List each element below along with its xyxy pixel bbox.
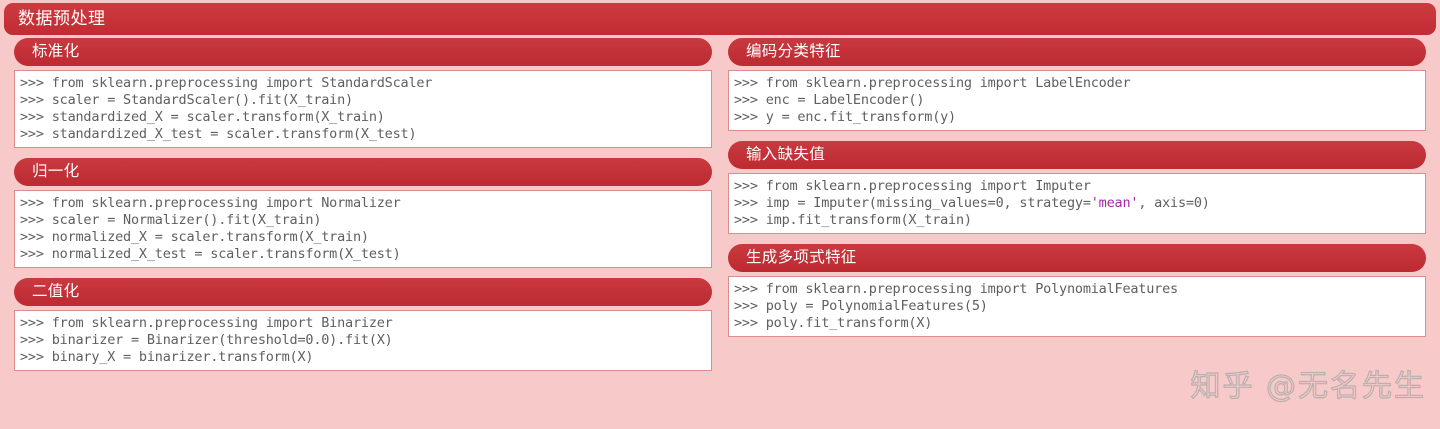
panel-standardization: 标准化 >>> from sklearn.preprocessing import… xyxy=(14,38,712,148)
code-text: >>> imp.fit_transform(X_train) xyxy=(734,212,972,228)
code-text: , axis=0) xyxy=(1138,195,1210,211)
code-block-imputing-missing-values[interactable]: >>> from sklearn.preprocessing import Im… xyxy=(728,173,1426,234)
panel-binarization: 二值化 >>> from sklearn.preprocessing import… xyxy=(14,278,712,371)
code-line: >>> poly.fit_transform(X) xyxy=(734,315,1423,332)
code-text: >>> standardized_X_test = scaler.transfo… xyxy=(20,126,417,142)
code-line: >>> from sklearn.preprocessing import St… xyxy=(20,75,709,92)
code-text: >>> scaler = Normalizer().fit(X_train) xyxy=(20,212,322,228)
code-block-generating-polynomial-features[interactable]: >>> from sklearn.preprocessing import Po… xyxy=(728,276,1426,337)
panel-title: 生成多项式特征 xyxy=(746,248,857,267)
panel-header-generating-polynomial-features: 生成多项式特征 xyxy=(728,244,1426,272)
code-text: >>> standardized_X = scaler.transform(X_… xyxy=(20,109,385,125)
panel-imputing-missing-values: 输入缺失值 >>> from sklearn.preprocessing impo… xyxy=(728,141,1426,234)
panel-title: 二值化 xyxy=(32,282,80,301)
string-literal: 'mean' xyxy=(1090,195,1139,211)
panels-area: 标准化 >>> from sklearn.preprocessing import… xyxy=(4,38,1436,425)
code-text: >>> imp = Imputer(missing_values=0, stra… xyxy=(734,195,1091,211)
code-block-encoding-categorical-features[interactable]: >>> from sklearn.preprocessing import La… xyxy=(728,70,1426,131)
code-block-standardization[interactable]: >>> from sklearn.preprocessing import St… xyxy=(14,70,712,148)
code-block-normalization[interactable]: >>> from sklearn.preprocessing import No… xyxy=(14,190,712,268)
panel-generating-polynomial-features: 生成多项式特征 >>> from sklearn.preprocessing im… xyxy=(728,244,1426,337)
code-line: >>> binary_X = binarizer.transform(X) xyxy=(20,349,709,366)
panel-header-standardization: 标准化 xyxy=(14,38,712,66)
panel-header-normalization: 归一化 xyxy=(14,158,712,186)
code-line: >>> enc = LabelEncoder() xyxy=(734,92,1423,109)
code-line: >>> standardized_X_test = scaler.transfo… xyxy=(20,126,709,143)
code-line: >>> from sklearn.preprocessing import Im… xyxy=(734,178,1423,195)
panel-title: 输入缺失值 xyxy=(746,145,826,164)
code-text: >>> normalized_X = scaler.transform(X_tr… xyxy=(20,229,369,245)
code-line: >>> from sklearn.preprocessing import Po… xyxy=(734,281,1423,298)
code-line: >>> imp = Imputer(missing_values=0, stra… xyxy=(734,195,1423,212)
code-line: >>> scaler = Normalizer().fit(X_train) xyxy=(20,212,709,229)
code-line: >>> binarizer = Binarizer(threshold=0.0)… xyxy=(20,332,709,349)
code-text: >>> normalized_X_test = scaler.transform… xyxy=(20,246,401,262)
code-text: >>> enc = LabelEncoder() xyxy=(734,92,925,108)
main-title-bar: 数据预处理 xyxy=(4,3,1436,35)
code-text: >>> y = enc.fit_transform(y) xyxy=(734,109,956,125)
panel-header-imputing-missing-values: 输入缺失值 xyxy=(728,141,1426,169)
code-text: >>> poly = PolynomialFeatures(5) xyxy=(734,298,988,314)
right-column: 编码分类特征 >>> from sklearn.preprocessing imp… xyxy=(720,38,1436,425)
code-line: >>> standardized_X = scaler.transform(X_… xyxy=(20,109,709,126)
code-line: >>> normalized_X = scaler.transform(X_tr… xyxy=(20,229,709,246)
code-text: >>> from sklearn.preprocessing import No… xyxy=(20,195,401,211)
code-text: >>> from sklearn.preprocessing import Po… xyxy=(734,281,1178,297)
panel-title: 归一化 xyxy=(32,162,80,181)
code-line: >>> y = enc.fit_transform(y) xyxy=(734,109,1423,126)
code-text: >>> binarizer = Binarizer(threshold=0.0)… xyxy=(20,332,393,348)
code-line: >>> scaler = StandardScaler().fit(X_trai… xyxy=(20,92,709,109)
code-text: >>> from sklearn.preprocessing import Bi… xyxy=(20,315,393,331)
code-line: >>> poly = PolynomialFeatures(5) xyxy=(734,298,1423,315)
code-text: >>> binary_X = binarizer.transform(X) xyxy=(20,349,314,365)
code-line: >>> normalized_X_test = scaler.transform… xyxy=(20,246,709,263)
code-block-binarization[interactable]: >>> from sklearn.preprocessing import Bi… xyxy=(14,310,712,371)
panel-header-binarization: 二值化 xyxy=(14,278,712,306)
code-line: >>> from sklearn.preprocessing import Bi… xyxy=(20,315,709,332)
code-line: >>> from sklearn.preprocessing import No… xyxy=(20,195,709,212)
left-column: 标准化 >>> from sklearn.preprocessing import… xyxy=(4,38,720,425)
code-text: >>> from sklearn.preprocessing import Im… xyxy=(734,178,1091,194)
code-line: >>> from sklearn.preprocessing import La… xyxy=(734,75,1423,92)
panel-header-encoding-categorical-features: 编码分类特征 xyxy=(728,38,1426,66)
page-title: 数据预处理 xyxy=(18,8,106,29)
code-text: >>> scaler = StandardScaler().fit(X_trai… xyxy=(20,92,353,108)
panel-title: 编码分类特征 xyxy=(746,42,841,61)
code-text: >>> from sklearn.preprocessing import La… xyxy=(734,75,1131,91)
code-text: >>> poly.fit_transform(X) xyxy=(734,315,933,331)
panel-title: 标准化 xyxy=(32,42,80,61)
code-line: >>> imp.fit_transform(X_train) xyxy=(734,212,1423,229)
panel-normalization: 归一化 >>> from sklearn.preprocessing import… xyxy=(14,158,712,268)
code-text: >>> from sklearn.preprocessing import St… xyxy=(20,75,433,91)
panel-encoding-categorical-features: 编码分类特征 >>> from sklearn.preprocessing imp… xyxy=(728,38,1426,131)
